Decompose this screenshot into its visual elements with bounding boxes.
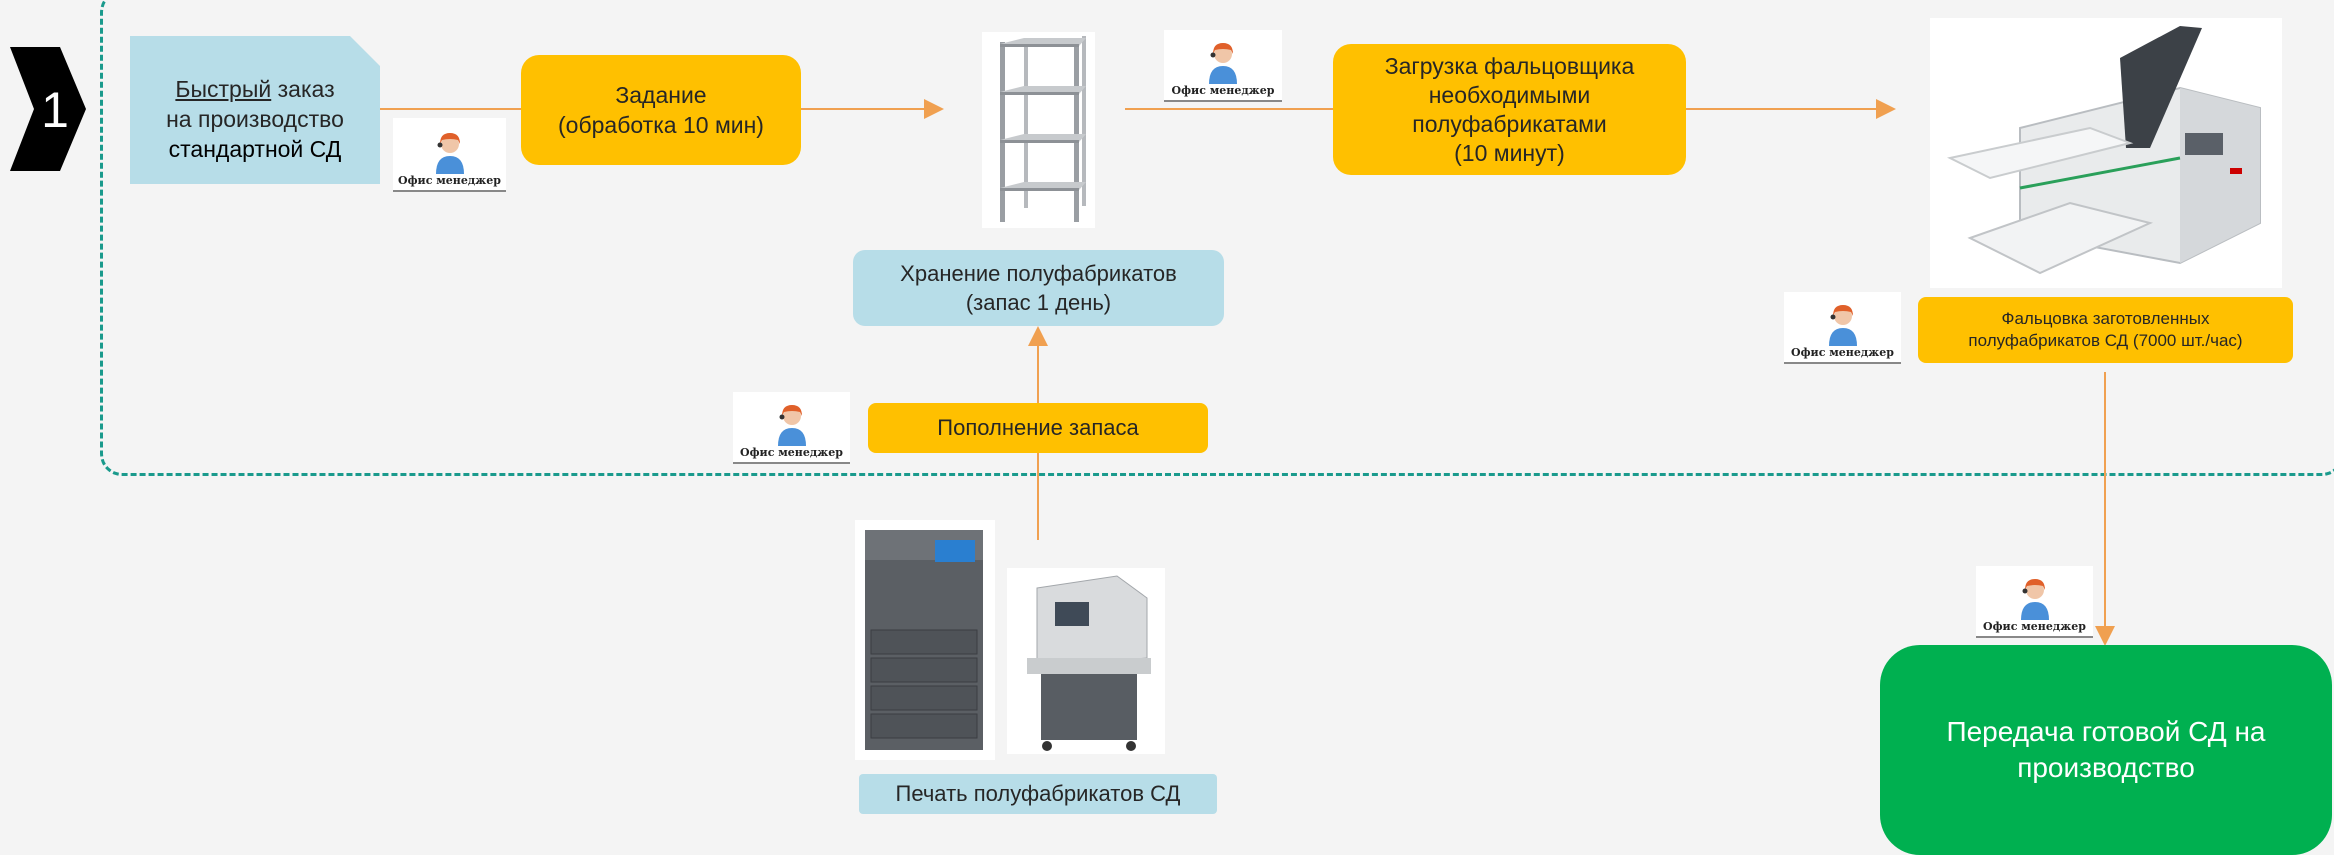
storage-label: Хранение полуфабрикатов (запас 1 день) [853,250,1224,326]
cutter-image [1007,568,1165,754]
paper-cutter-icon [1027,575,1151,751]
loading-box: Загрузка фальцовщика необходимыми полуфа… [1333,44,1686,175]
process-frame [100,0,2334,476]
office-manager-label: Офис менеджер [1171,84,1275,97]
office-manager-icon [435,133,464,174]
restock-label: Пополнение запаса [937,415,1139,440]
print-label-text: Печать полуфабрикатов СД [895,781,1181,806]
final-line2: производство [2017,752,2195,783]
order-line2: на производство [166,106,344,132]
loading-line2: необходимыми [1428,81,1591,108]
folder-machine-image [1930,18,2282,288]
loading-line1: Загрузка фальцовщика [1384,52,1635,79]
office-manager-label: Офис менеджер [1983,620,2086,633]
office-manager-badge: Офис менеджер [393,118,506,192]
loading-line3: полуфабрикатами [1412,110,1607,137]
office-manager-icon [1828,305,1857,346]
restock-box: Пополнение запаса [868,403,1208,453]
shelf-rack-image [982,32,1095,228]
folding-line1: Фальцовка заготовленных [2001,309,2210,328]
paper-folder-machine-icon [1947,26,2261,275]
storage-line2: (запас 1 день) [965,290,1112,315]
storage-line1: Хранение полуфабрикатов [900,261,1177,286]
folding-box: Фальцовка заготовленных полуфабрикатов С… [1918,297,2293,363]
print-label: Печать полуфабрикатов СД [859,774,1217,814]
task-line1: Задание [615,82,707,108]
office-manager-icon [2020,579,2049,620]
office-manager-badge: Офис менеджер [733,392,850,464]
order-line1-rest: заказ [271,76,335,102]
final-transfer-box: Передача готовой СД на производство [1880,645,2332,855]
office-manager-badge: Офис менеджер [1784,292,1901,364]
office-manager-label: Офис менеджер [740,446,843,459]
order-line3: стандартной СД [168,136,342,162]
final-line1: Передача готовой СД на [1946,716,2266,747]
step-number: 1 [41,82,69,138]
office-manager-icon [777,405,806,446]
task-box: Задание (обработка 10 мин) [521,55,801,165]
printer-image [855,520,995,760]
order-card: Быстрый заказ на производство стандартно… [130,36,380,184]
office-manager-badge: Офис менеджер [1164,30,1282,102]
loading-line4: (10 минут) [1454,139,1565,166]
step-chevron-icon [10,47,86,171]
office-manager-icon [1209,43,1237,84]
shelf-rack-icon [1000,36,1086,222]
office-manager-badge: Офис менеджер [1976,566,2093,638]
task-line2: (обработка 10 мин) [558,112,764,138]
order-underlined-word: Быстрый [175,76,272,102]
office-manager-label: Офис менеджер [398,174,501,187]
office-manager-label: Офис менеджер [1791,346,1894,359]
printer-icon [865,530,983,750]
folding-line2: полуфабрикатов СД (7000 шт./час) [1968,331,2243,350]
